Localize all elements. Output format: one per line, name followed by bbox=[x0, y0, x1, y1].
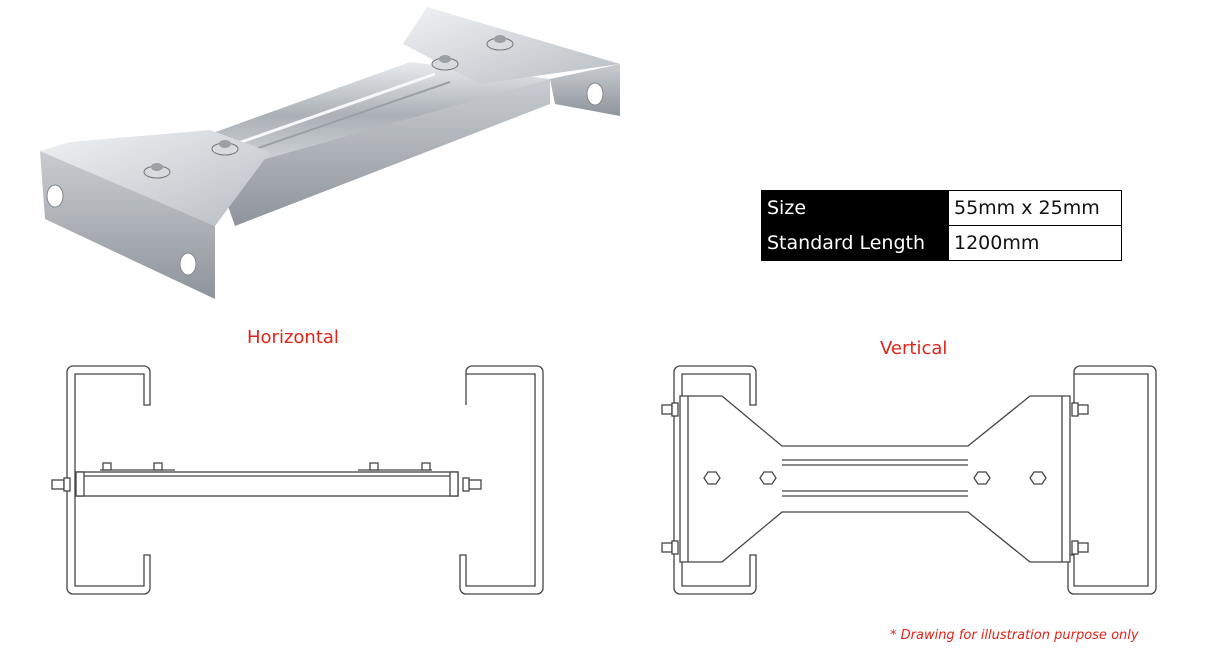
left-c-channel bbox=[673, 365, 757, 595]
bolt bbox=[143, 163, 171, 179]
end-plate bbox=[75, 471, 85, 497]
bolt bbox=[431, 55, 459, 71]
side-bolt bbox=[51, 477, 71, 492]
spec-row: Standard Length 1200mm bbox=[761, 225, 1122, 261]
right-bracket-hole bbox=[586, 82, 604, 106]
spec-value: 1200mm bbox=[948, 225, 1122, 261]
spec-value: 55mm x 25mm bbox=[948, 190, 1122, 226]
side-bolt bbox=[661, 402, 679, 417]
horizontal-drawing bbox=[51, 365, 544, 595]
hex-nut bbox=[973, 471, 991, 485]
spec-row: Size 55mm x 25mm bbox=[761, 190, 1122, 226]
bolt bbox=[211, 140, 239, 156]
hex-nut bbox=[703, 471, 721, 485]
bolt bbox=[486, 35, 514, 51]
side-bolt bbox=[661, 540, 679, 555]
spec-label: Size bbox=[761, 190, 949, 226]
product-photo bbox=[40, 7, 620, 299]
vertical-drawing bbox=[661, 365, 1157, 595]
bolt bbox=[421, 462, 431, 471]
side-bolt bbox=[1071, 540, 1089, 555]
side-bolt bbox=[1071, 402, 1089, 417]
spec-label: Standard Length bbox=[761, 225, 949, 261]
vertical-caption: Vertical bbox=[880, 338, 948, 359]
horizontal-caption: Horizontal bbox=[247, 327, 339, 348]
end-plate bbox=[449, 471, 459, 497]
channel-top bbox=[210, 62, 550, 169]
bolt bbox=[369, 462, 379, 471]
hex-nut bbox=[1029, 471, 1047, 485]
hex-nut bbox=[759, 471, 777, 485]
right-c-channel bbox=[459, 365, 544, 595]
spec-table: Size 55mm x 25mm Standard Length 1200mm bbox=[761, 190, 1122, 261]
left-c-channel bbox=[66, 365, 151, 595]
bolt bbox=[102, 462, 112, 471]
channel-side bbox=[215, 79, 550, 226]
right-c-channel bbox=[1067, 365, 1157, 595]
illustration-note: * Drawing for illustration purpose only bbox=[890, 628, 1139, 643]
side-bolt bbox=[462, 477, 482, 492]
right-bracket-flange bbox=[550, 64, 620, 116]
left-bracket-hole bbox=[179, 252, 197, 276]
bracket-outline bbox=[679, 395, 1071, 563]
bolt bbox=[153, 462, 163, 471]
left-bracket-flange bbox=[40, 151, 215, 299]
left-bracket-hole bbox=[46, 184, 64, 208]
